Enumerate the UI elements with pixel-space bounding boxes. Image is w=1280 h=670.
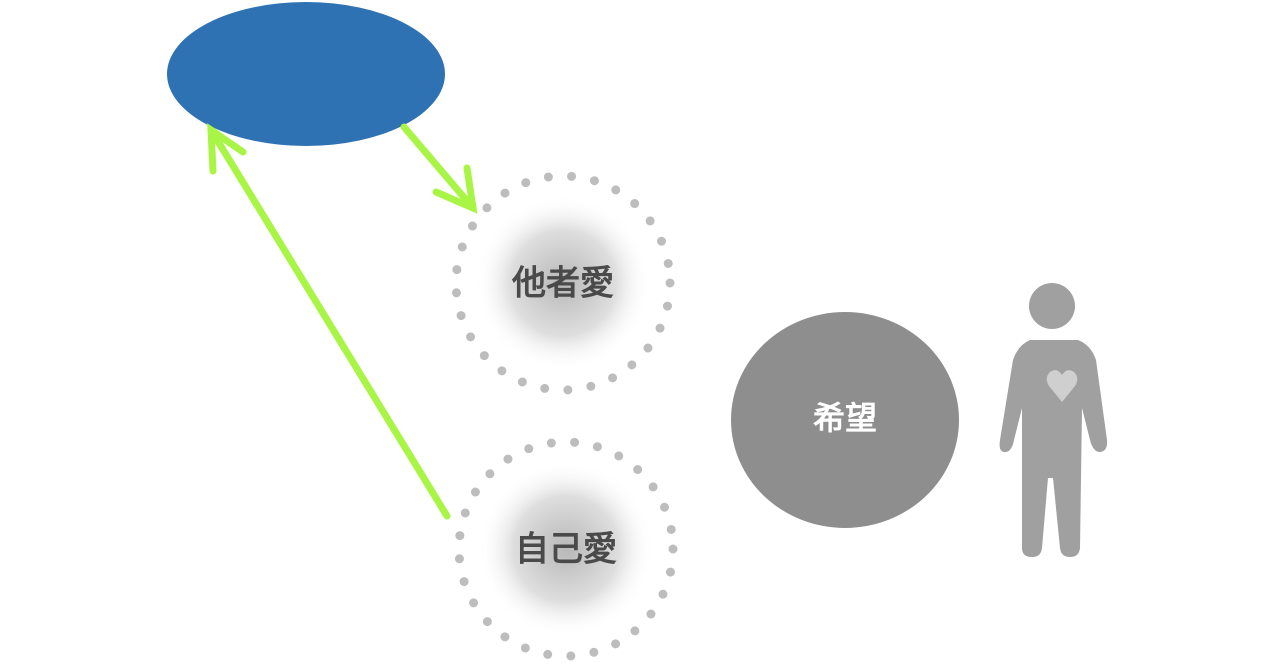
- other-love-label: 他者愛: [511, 264, 614, 304]
- arrow-to-other-love: [400, 123, 478, 214]
- top-ellipse: [167, 2, 445, 146]
- hope-node: 希望: [731, 312, 959, 528]
- self-love-node: 自己愛: [454, 437, 678, 661]
- hope-label: 希望: [813, 399, 877, 437]
- arrow-from-self-love: [207, 123, 451, 520]
- person-with-heart-icon: [999, 283, 1108, 557]
- other-love-node: 他者愛: [451, 171, 675, 395]
- self-love-label: 自己愛: [515, 530, 617, 570]
- heart-icon: [1046, 370, 1078, 402]
